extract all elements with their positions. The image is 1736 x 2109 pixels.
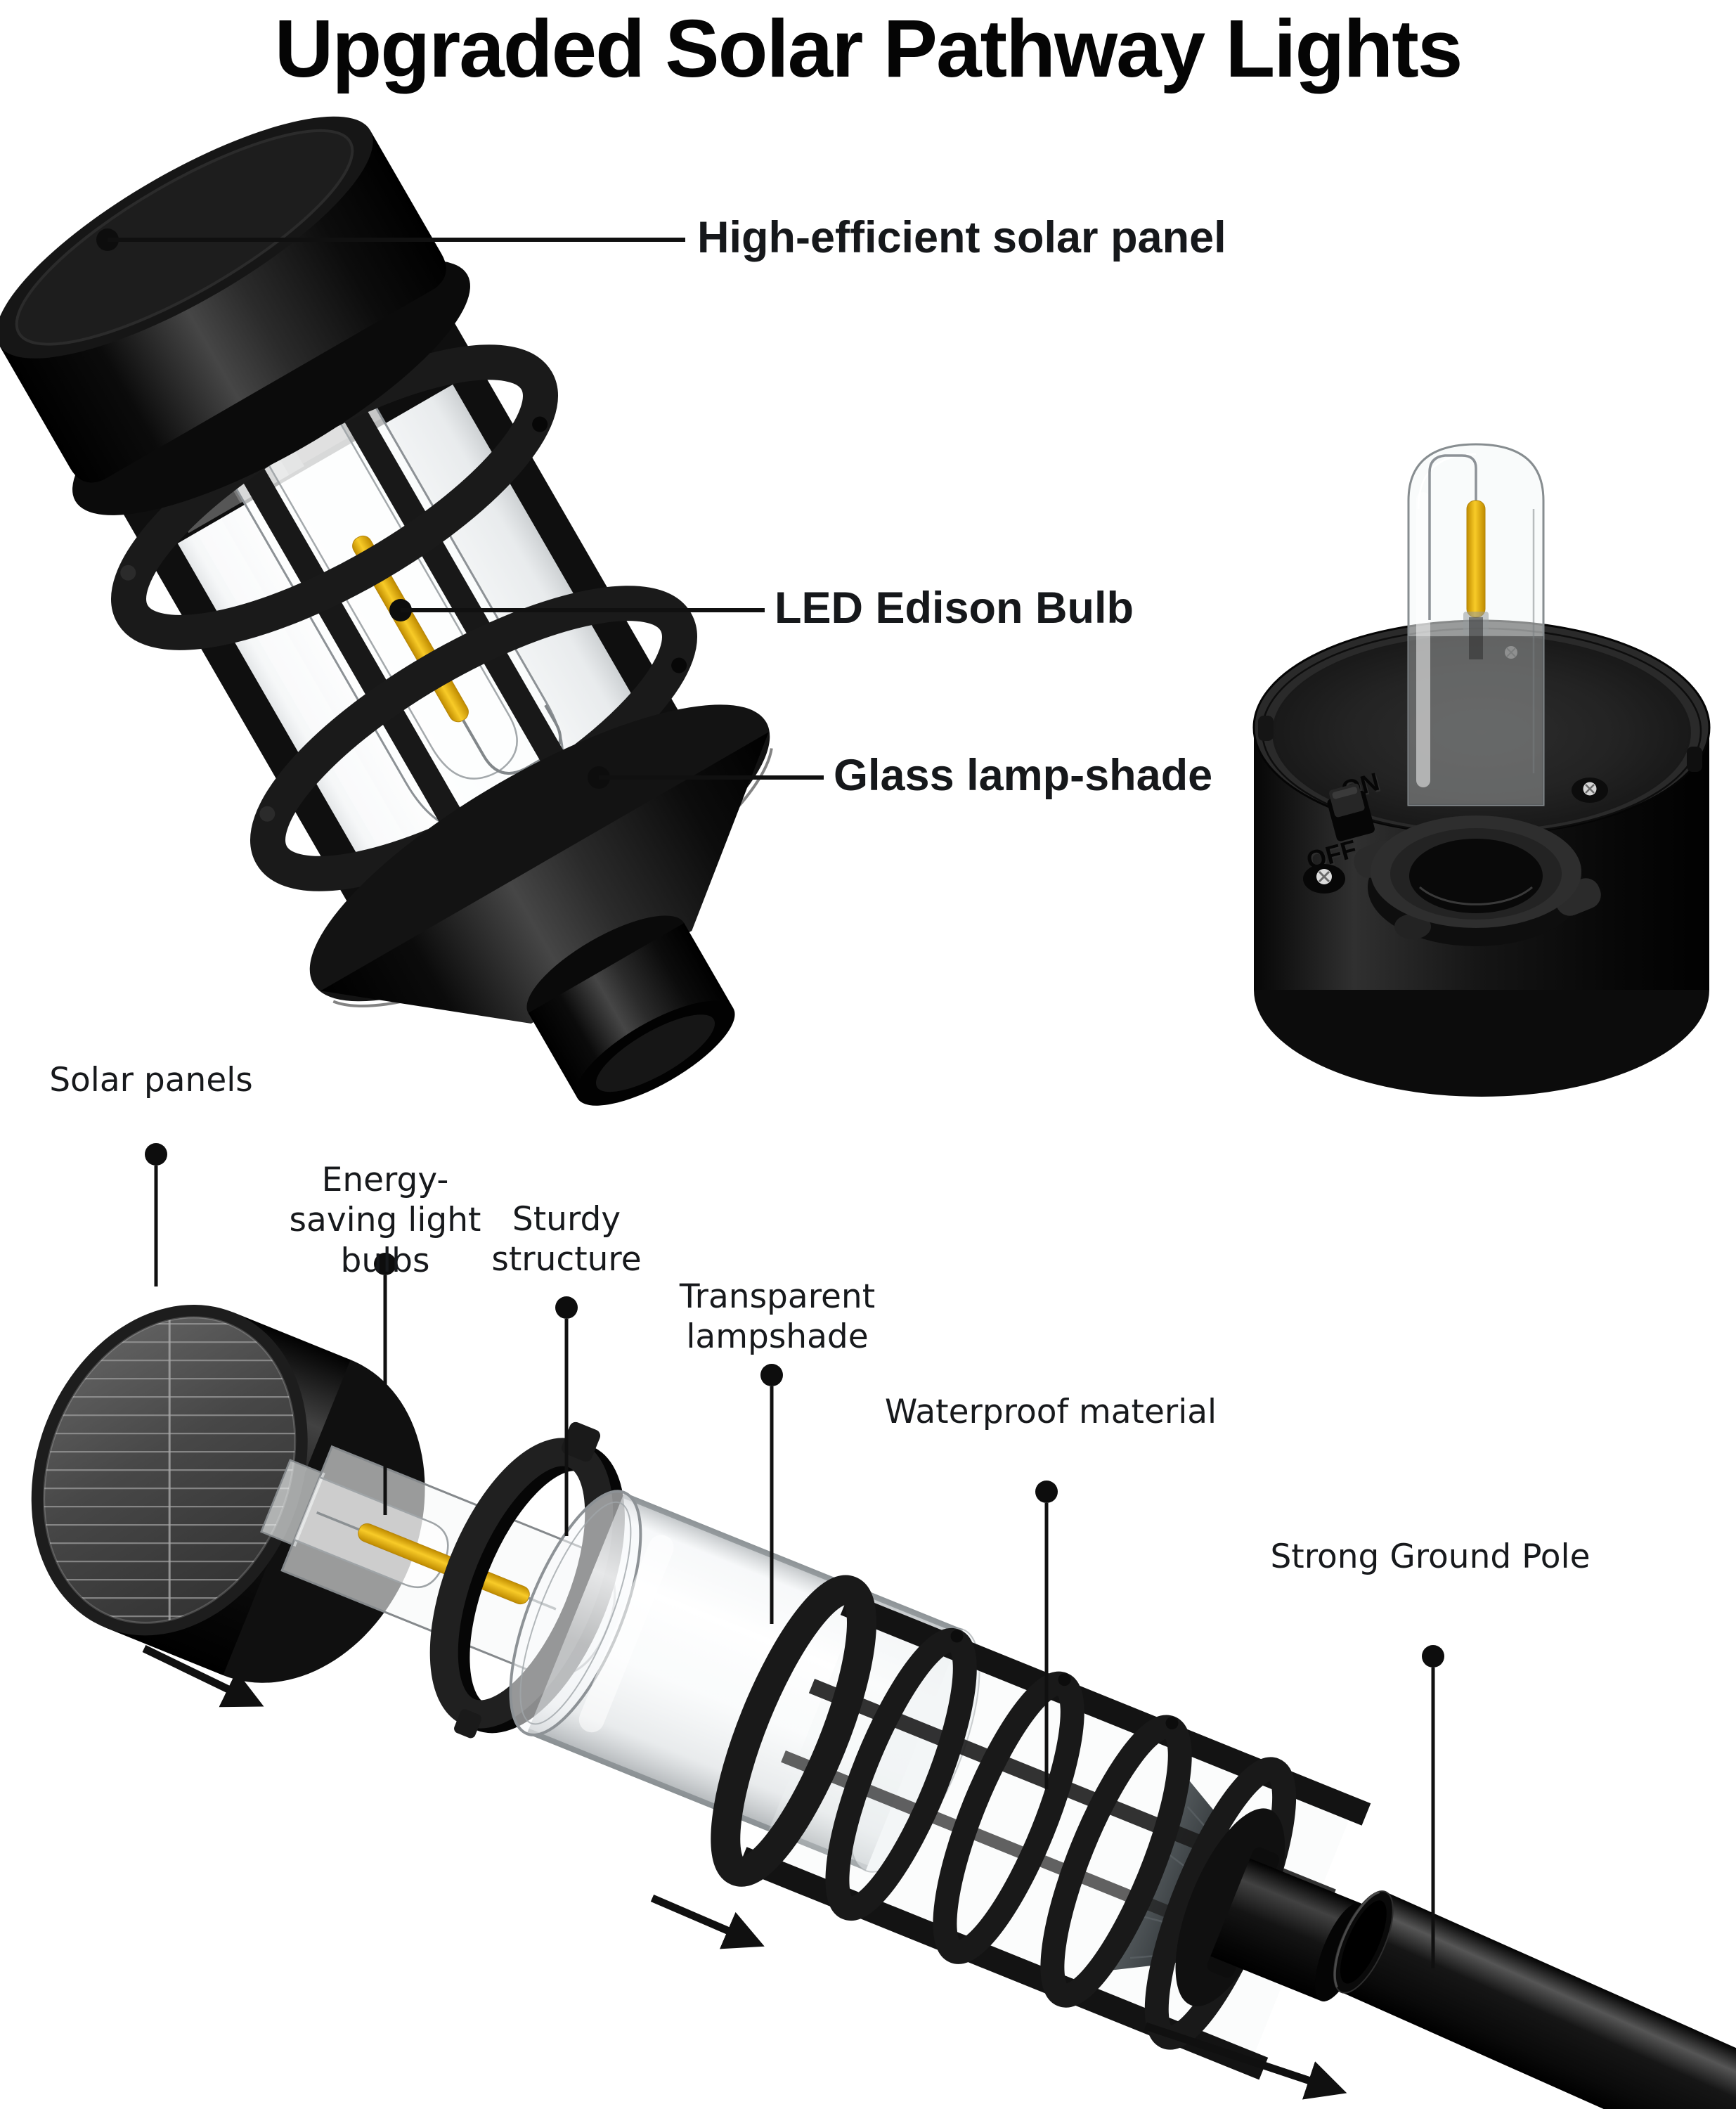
callout-label-led-bulb: LED Edison Bulb: [775, 583, 1134, 633]
callout-label-solar-panel: High-efficient solar panel: [697, 213, 1226, 262]
part-label-light-bulbs: Energy-saving light bulbs: [289, 1161, 481, 1280]
exploded-ground-pole: [1333, 1890, 1736, 2109]
callout-lines: [96, 228, 1444, 1968]
base-unit: ON ON OFF OFF: [1252, 443, 1711, 1097]
callout-line-solar-panel: [96, 228, 685, 251]
exploded-cage: [711, 1575, 1371, 2080]
hero-cage-bars: [108, 295, 706, 950]
part-label-ground-pole: Strong Ground Pole: [1270, 1537, 1591, 1576]
callout-line-led-bulb: [389, 599, 765, 621]
callout-stem-light-bulbs: [374, 1253, 396, 1515]
part-label-lampshade: Transparent lampshade: [679, 1277, 876, 1357]
callout-stem-ground-pole: [1422, 1645, 1444, 1968]
part-label-structure: Sturdy structure: [491, 1200, 642, 1279]
solar-cell-grid: [0, 1313, 339, 1628]
power-switch: [1327, 783, 1375, 841]
hero-solar-cap: [0, 116, 470, 515]
part-label-waterproof: Waterproof material: [884, 1393, 1217, 1431]
callout-stem-waterproof: [1035, 1481, 1058, 1789]
assembly-arrows: [142, 1645, 1347, 2100]
base-bulb: [1407, 443, 1545, 806]
assembly-arrow: [650, 1894, 765, 1949]
callout-line-lamp-shade: [588, 766, 824, 789]
callout-stem-structure: [555, 1296, 578, 1536]
callout-label-lamp-shade: Glass lamp-shade: [834, 751, 1213, 800]
part-label-solar-panels: Solar panels: [49, 1061, 253, 1099]
assembly-arrow: [142, 1645, 264, 1708]
page-title: Upgraded Solar Pathway Lights: [274, 3, 1463, 94]
callout-stem-lampshade: [760, 1364, 783, 1624]
base-filament: [1466, 500, 1486, 618]
screw-left: [1303, 864, 1345, 894]
base-socket-collar: [1354, 815, 1601, 946]
callout-stem-solar-panels: [145, 1143, 167, 1286]
assembly-arrow: [1144, 2022, 1347, 2100]
screw-right: [1572, 778, 1608, 803]
